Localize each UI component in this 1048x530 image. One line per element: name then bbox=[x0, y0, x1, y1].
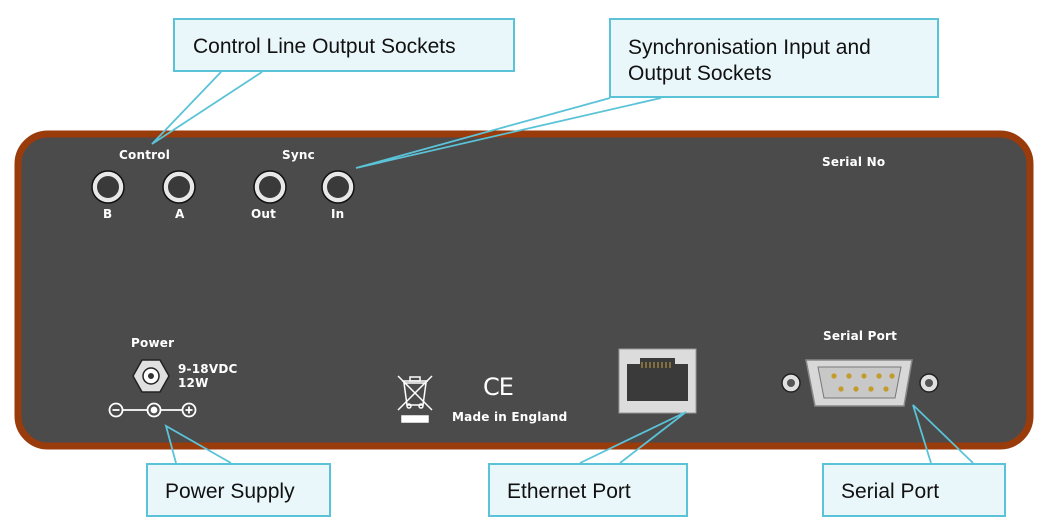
device-panel bbox=[14, 130, 1034, 450]
ce-mark: CE bbox=[483, 373, 514, 401]
leader-serial bbox=[912, 404, 974, 464]
socket-a-label: A bbox=[175, 207, 185, 221]
callout-sync-line2: Output Sockets bbox=[628, 62, 772, 85]
callout-sync-line1: Synchronisation Input and bbox=[628, 36, 871, 59]
power-jack-icon bbox=[132, 359, 170, 393]
callout-power-supply: Power Supply bbox=[146, 463, 331, 517]
control-label: Control bbox=[119, 148, 171, 162]
leader-control bbox=[151, 71, 263, 145]
callout-control-label: Control Line Output Sockets bbox=[193, 35, 456, 58]
power-rating-line1: 9-18VDC bbox=[178, 362, 238, 376]
sync-label: Sync bbox=[282, 148, 315, 162]
serial-port-label: Serial Port bbox=[823, 329, 898, 343]
socket-b bbox=[91, 170, 125, 204]
socket-in bbox=[321, 170, 355, 204]
power-label: Power bbox=[131, 336, 175, 350]
socket-out bbox=[253, 170, 287, 204]
callout-serial-label: Serial Port bbox=[841, 480, 940, 503]
callout-power-label: Power Supply bbox=[165, 480, 295, 503]
made-in-label: Made in England bbox=[452, 410, 568, 424]
ethernet-port-icon bbox=[618, 348, 697, 414]
socket-out-label: Out bbox=[251, 207, 277, 221]
serial-no-label: Serial No bbox=[822, 155, 886, 169]
power-rating-line2: 12W bbox=[178, 376, 209, 390]
weee-bin-icon bbox=[397, 375, 433, 423]
socket-in-label: In bbox=[331, 207, 345, 221]
callout-serial-port: Serial Port bbox=[822, 463, 1006, 517]
serial-port-icon bbox=[781, 359, 939, 407]
callout-control-line: Control Line Output Sockets bbox=[173, 18, 515, 72]
socket-b-label: B bbox=[103, 207, 113, 221]
leader-power bbox=[164, 424, 232, 464]
callout-ethernet-port: Ethernet Port bbox=[488, 463, 688, 517]
leader-ethernet bbox=[579, 411, 687, 464]
socket-a bbox=[162, 170, 196, 204]
callout-ethernet-label: Ethernet Port bbox=[507, 480, 631, 503]
callout-synchronisation: Synchronisation Input and Output Sockets bbox=[609, 18, 939, 98]
leader-sync bbox=[355, 97, 662, 169]
leader-lines bbox=[151, 71, 974, 464]
polarity-symbol-icon bbox=[108, 402, 197, 418]
